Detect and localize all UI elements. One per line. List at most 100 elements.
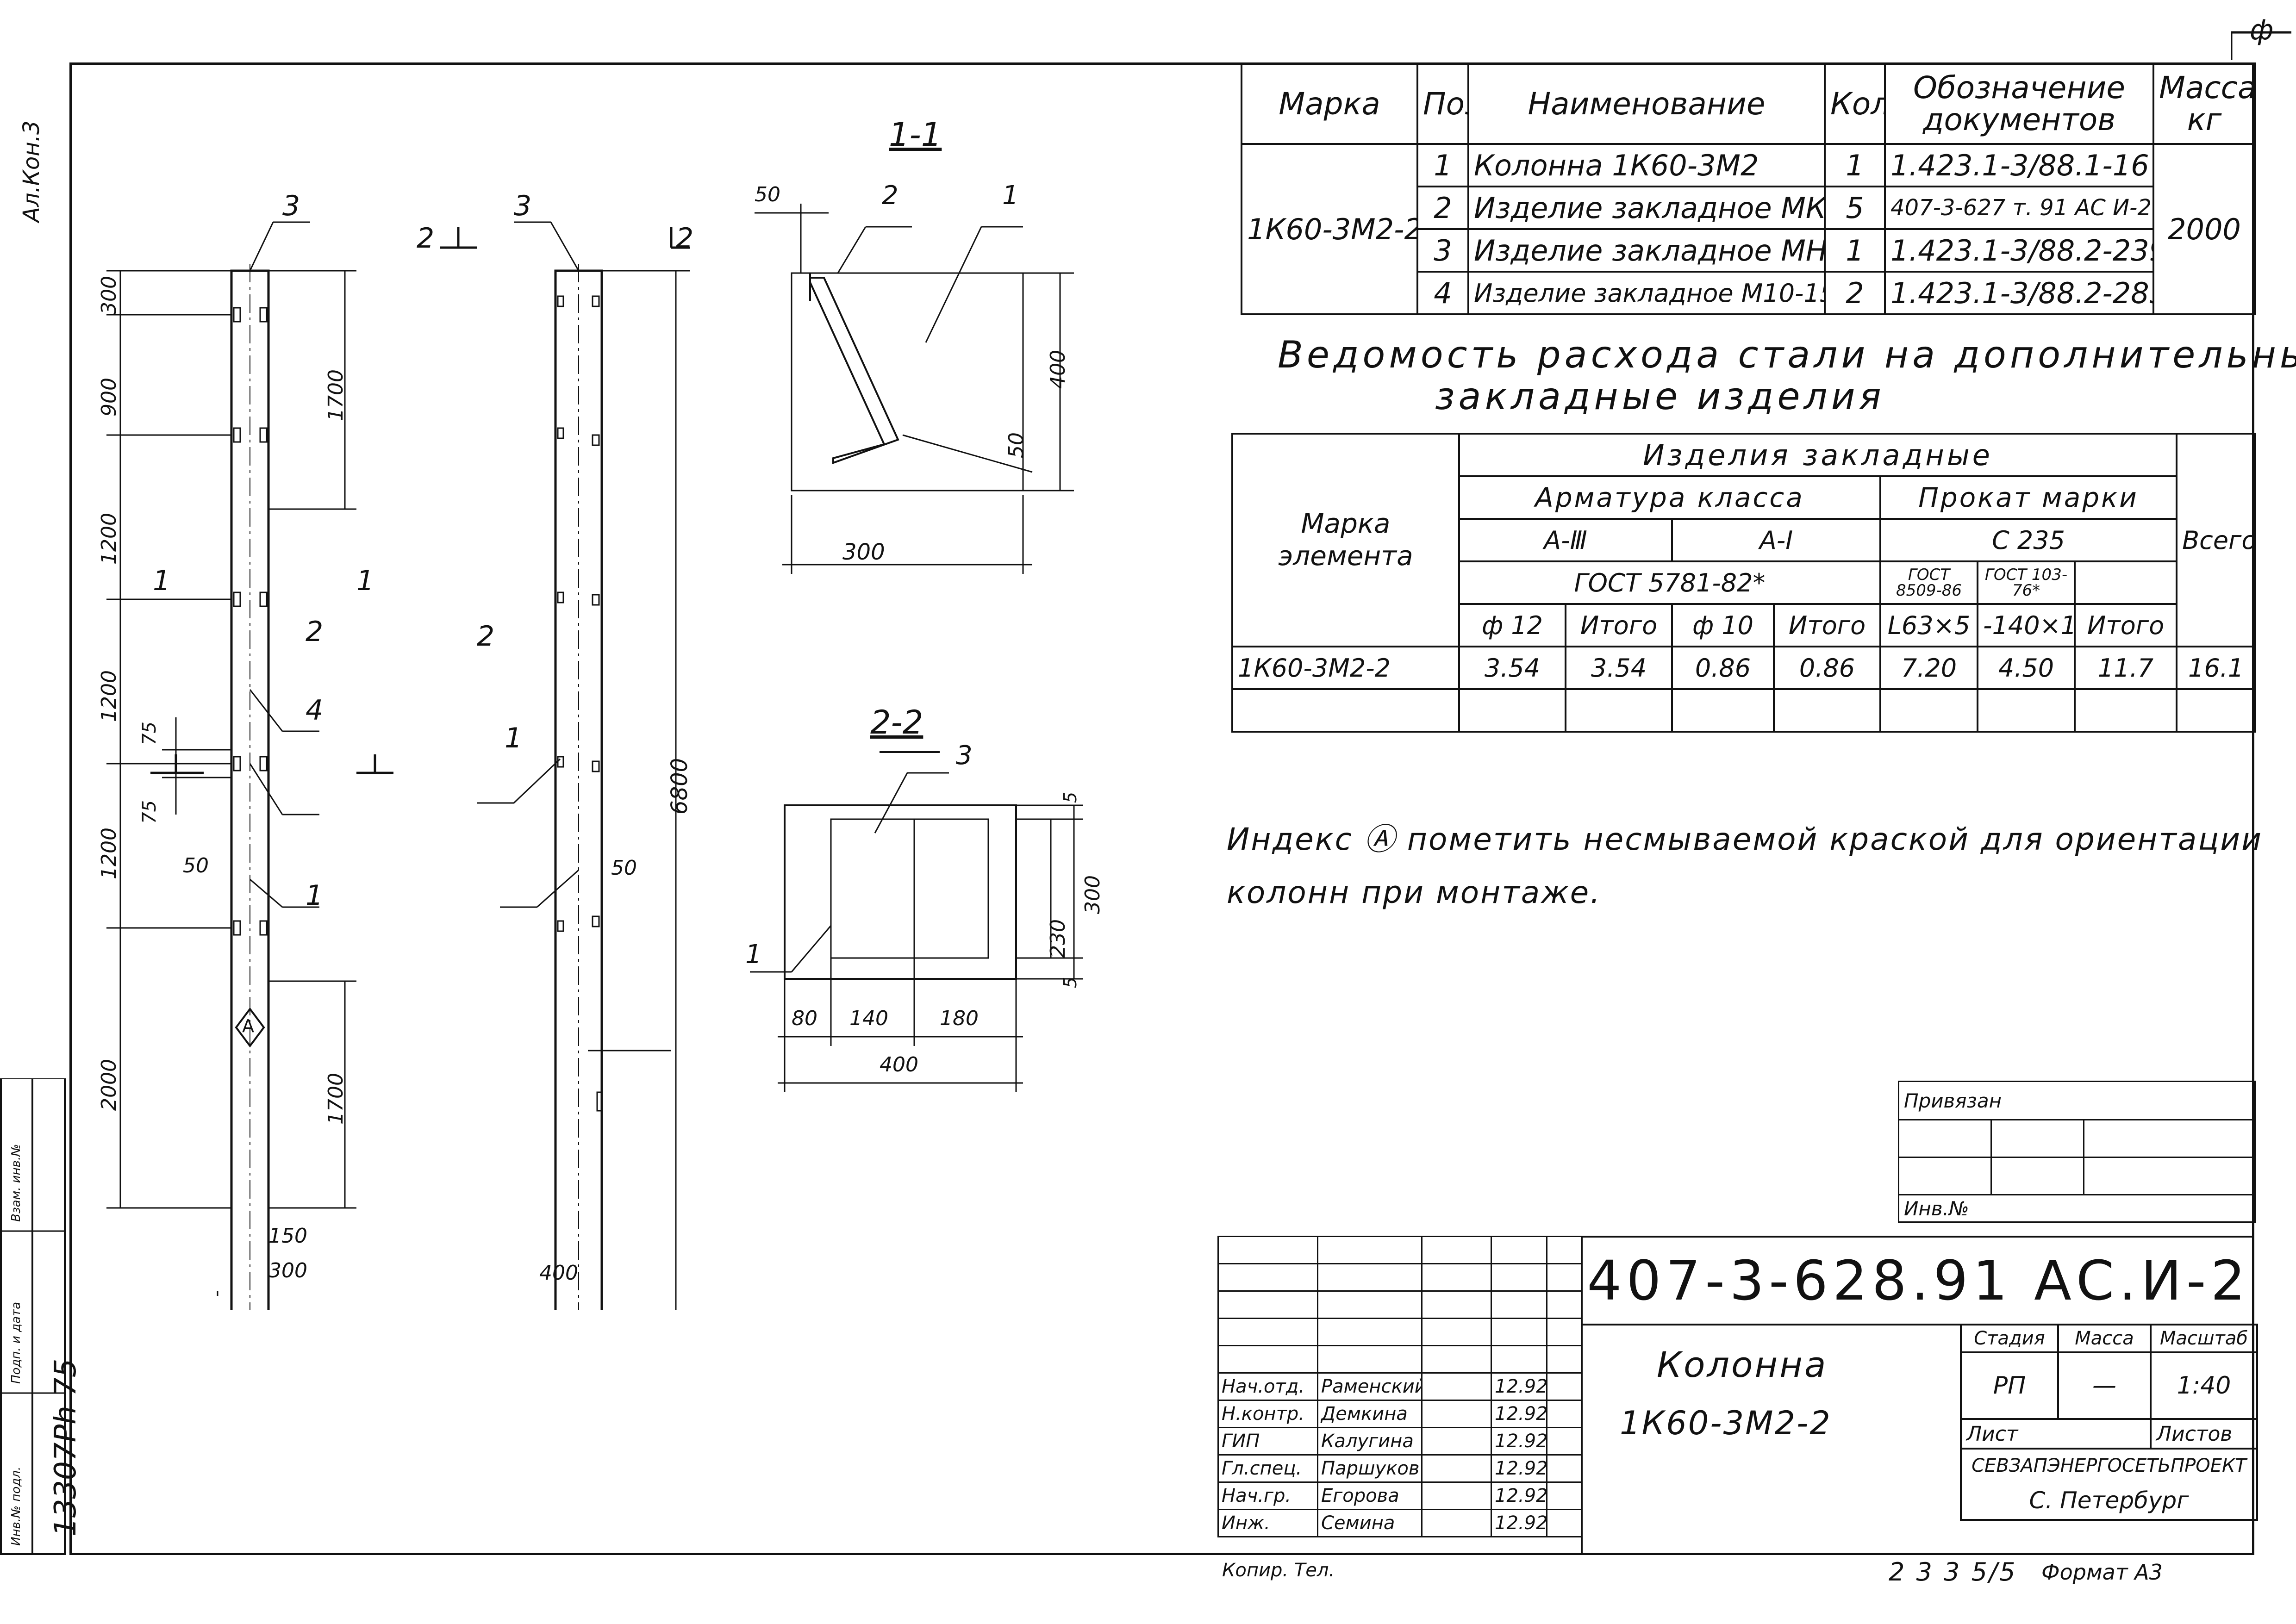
spec-row: 1К60-3М2-2 1 Колонна 1К60-3М2 1 1.423.1-… [1241,143,2256,315]
dim-400-v2: 400 [539,1261,578,1285]
spec-pos: 4 [1416,271,1469,315]
signature [1421,1481,1492,1510]
spec-qty: 1 [1824,228,1886,273]
dim-6800: 6800 [667,758,693,815]
spec-doc: 1.423.1-3/88.2-239 [1884,228,2154,273]
spec-doc: 1.423.1-3/88.2-285 [1884,271,2154,315]
spec-qty: 5 [1824,186,1886,230]
organization: СЕВЗАПЭНЕРГОСЕТЬПРОЕКТ [1960,1448,2258,1482]
signer-name: Калугина [1317,1427,1423,1456]
stage-value: РП [1960,1351,2059,1420]
column-view-2 [440,221,690,1310]
signer-role: ГИП [1217,1427,1318,1456]
spec-pos: 1 [1416,143,1469,187]
sec22-dim-5-top: 5 [1060,791,1080,803]
dim-1200-b: 1200 [97,670,121,722]
note-line1: Индекс Ⓐ пометить несмываемой краской дл… [1227,821,2263,857]
signer-date: 12.92 [1491,1372,1547,1401]
sec22-callout-1: 1 [745,940,762,970]
title-name-line1: Колонна [1657,1344,1828,1385]
callout-v2-1: 1 [505,722,523,754]
spec-header-name: Наименование [1467,62,1826,145]
callout-v1-3: 3 [282,190,300,222]
spec-row: 4 Изделие закладное М10-150 2 1.423.1-3/… [1242,271,2255,315]
spec-row: 3 Изделие закладное МН1 1 1.423.1-3/88.2… [1242,228,2255,273]
inventory-number: 13307Рh 75 [49,1358,83,1537]
section-2-2 [750,751,1083,1092]
sec11-dim-50-top: 50 [755,183,780,206]
linking-block: Привязан Инв.№ [1898,1081,2256,1223]
callout-v1-4: 4 [306,694,324,727]
steel-col-header: -140×14 [1977,603,2076,647]
steel-cell: 3.54 [1565,646,1673,690]
signer-name: Раменский [1317,1372,1423,1401]
index-diamond [235,1007,265,1048]
steel-col-header: Итого [1773,603,1881,647]
sec22-dim-400: 400 [880,1053,918,1076]
strip-label-replace: Взам. инв.№ [9,1144,23,1222]
section-1-1 [755,204,1074,574]
signer-role: Инж. [1217,1509,1318,1537]
scale-value: 1:40 [2150,1351,2258,1420]
steel-armatura: Арматура класса [1458,475,1881,520]
dim-2000: 2000 [97,1059,121,1111]
section-mark-1-left: 1 [153,565,171,597]
dim-150: 150 [268,1224,307,1248]
steel-gost-empty [2073,560,2178,605]
index-mark-letter: А [242,1016,254,1036]
steel-row-mark: 1К60-3М2-2 [1231,646,1460,690]
spec-header-doc: Обозначение документов [1884,62,2154,145]
steel-col-header: Итого [1565,603,1673,647]
sheets-label: Листов [2150,1418,2258,1450]
signer-date: 12.92 [1491,1509,1547,1537]
spec-header-pos: Поз [1416,62,1469,145]
note-line2: колонн при монтаже. [1227,875,1602,910]
mass-value: — [2057,1351,2152,1420]
left-stamp-strip [0,1078,66,1555]
spec-pos: 2 [1416,186,1469,230]
signature [1421,1454,1492,1483]
signature [1421,1400,1492,1428]
dim-900: 900 [97,378,121,417]
steel-gost-103: ГОСТ 103-76* [1977,560,2076,605]
callout-v1-1: 1 [306,879,324,912]
spec-name: Изделие закладное МК14 [1467,186,1826,230]
sec22-dim-140: 140 [849,1007,888,1030]
steel-cell: 7.20 [1879,646,1978,690]
steel-cell: 11.7 [2073,646,2178,690]
dim-50-v2: 50 [611,856,637,880]
steel-col-header: Итого [2073,603,2178,647]
spec-header-mark: Марка [1241,62,1418,145]
dim-1200-a: 1200 [97,513,121,565]
signer-role: Н.контр. [1217,1400,1318,1428]
steel-title-line2: закладные изделия [1435,375,1885,418]
spec-header-qty: Кол [1824,62,1886,145]
signer-date: 12.92 [1491,1454,1547,1483]
sec11-callout-1: 1 [1002,180,1019,211]
section-1-1-title: 1-1 [889,116,942,154]
spec-qty: 1 [1824,143,1886,187]
steel-total-header: Всего [2176,433,2257,647]
steel-gost-arm: ГОСТ 5781-82* [1458,560,1881,605]
spec-name: Изделие закладное МН1 [1467,228,1826,273]
signer-date: 12.92 [1491,1427,1547,1456]
steel-row-total: 16.1 [2176,646,2257,690]
steel-gost-8509: ГОСТ 8509-86 [1879,560,1978,605]
steel-cell: 3.54 [1458,646,1566,690]
steel-table: Марка элемента Изделия закладные Всего А… [1231,433,2257,733]
approval-note: Ал.Кон.3 [19,120,44,222]
dim-300-bottom: 300 [268,1259,307,1282]
sec11-dim-50-side: 50 [1004,432,1028,458]
signer-role: Гл.спец. [1217,1454,1318,1483]
steel-group-header: Изделия закладные [1458,433,2178,477]
signer-name: Паршуков [1317,1454,1423,1483]
sec22-dim-80: 80 [792,1007,817,1030]
sec22-dim-230: 230 [1046,919,1070,958]
spec-doc: 407-3-627 т. 91 АС И-27 [1884,186,2154,230]
signer-name: Семина [1317,1509,1423,1537]
signer-row: Инж.Семина 12.92 [1217,1509,1582,1537]
signer-date: 12.92 [1491,1481,1547,1510]
